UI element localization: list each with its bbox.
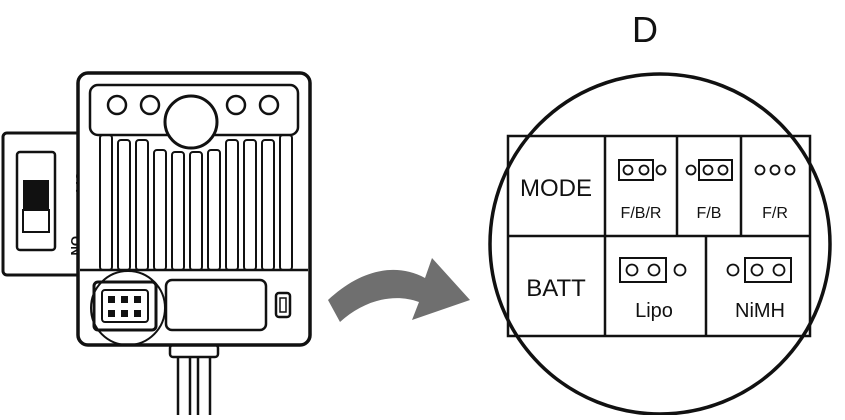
- batt-option-lipo: Lipo: [635, 300, 673, 322]
- jumper-nimh-icon: [726, 257, 792, 283]
- jumper-fr-icon: [754, 164, 796, 176]
- label-panel: [164, 278, 268, 332]
- jumper-table: [506, 134, 812, 338]
- batt-option-nimh: NiMH: [735, 300, 785, 322]
- fan-hub: [163, 94, 219, 150]
- batt-label: BATT: [526, 275, 586, 302]
- jumper-fb-icon: [685, 159, 733, 181]
- magnified-view: D MODE BATT F/B/R F/B: [488, 9, 832, 416]
- mode-option-fb: F/B: [697, 205, 722, 222]
- mode-option-fbr: F/B/R: [621, 205, 662, 222]
- switch-slider: [23, 180, 49, 210]
- led-window: [274, 291, 292, 319]
- mode-label: MODE: [520, 175, 592, 202]
- figure-label: D: [632, 9, 658, 50]
- power-switch: OFF ON: [1, 131, 88, 277]
- zoom-arrow: [328, 258, 470, 322]
- output-cables: [168, 343, 220, 415]
- mode-option-fr: F/R: [762, 205, 788, 222]
- magnifier-circle: [488, 72, 832, 416]
- jumper-lipo-icon: [619, 257, 687, 283]
- jumper-fbr-icon: [618, 159, 667, 181]
- esc-device: OFF ON: [1, 71, 312, 415]
- mounting-holes: [106, 94, 280, 150]
